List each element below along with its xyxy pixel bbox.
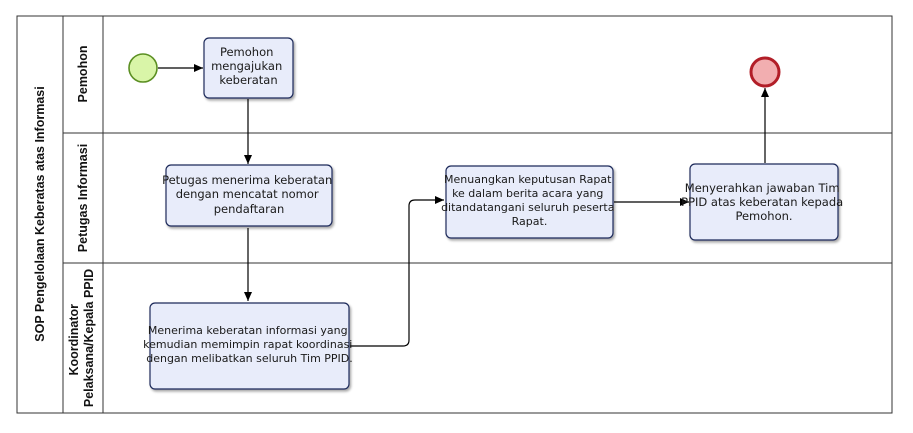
end-event <box>749 56 781 88</box>
pool-title: SOP Pengelolaan Keberatas atas Informasi <box>33 86 47 341</box>
task-text-line: pendaftaran <box>214 202 284 216</box>
task-text-line: Petugas menerima keberatan <box>162 173 332 187</box>
task-text-line: dengan melibatkan seluruh Tim PPID. <box>146 352 353 365</box>
task-text-line: kemudian memimpin rapat koordinasi <box>143 338 352 351</box>
task-text-line: keberatan <box>219 73 277 87</box>
start-event <box>128 53 158 83</box>
task-text-line: Menuangkan keputusan Rapat <box>444 173 612 186</box>
svg-text:Menyerahkan jawaban Tim: Menyerahkan jawaban Tim PPID atas kebera… <box>681 181 847 223</box>
task-text-line: ke dalam berita acara yang <box>452 187 603 200</box>
svg-text:Pemohon mengajukan: Pemohon mengajukan keberatan <box>211 45 286 87</box>
task-menuangkan-keputusan: Menuangkan keputusan Rapat ke dalam beri… <box>441 165 618 239</box>
svg-text:Menerima keberatan informasi y: Menerima keberatan informasi yang kemudi… <box>143 324 356 365</box>
task-menyerahkan-jawaban: Menyerahkan jawaban Tim PPID atas kebera… <box>681 163 847 241</box>
lane-label-line: Pelaksana/Kepala PPID <box>82 269 96 407</box>
svg-text:Menuangkan keputusan Rapat: Menuangkan keputusan Rapat ke dalam beri… <box>441 173 618 228</box>
task-text-line: ditandatangani seluruh peserta <box>441 201 614 214</box>
flow-t3-to-t4 <box>350 196 444 347</box>
lane-label-petugas: Petugas Informasi <box>76 144 90 252</box>
lane-label-pemohon: Pemohon <box>76 46 90 103</box>
task-text-line: dengan mencatat nomor <box>176 187 319 201</box>
task-text-line: Menerima keberatan informasi yang <box>148 324 348 337</box>
svg-text:Petugas menerima keberatan: Petugas menerima keberatan dengan mencat… <box>162 173 336 216</box>
task-petugas-menerima: Petugas menerima keberatan dengan mencat… <box>162 164 336 227</box>
task-pemohon-mengajukan: Pemohon mengajukan keberatan <box>203 37 294 99</box>
task-text-line: Pemohon <box>220 45 273 59</box>
lane-label-koordinator: Koordinator Pelaksana/Kepala PPID <box>67 269 96 407</box>
task-text-line: PPID atas keberatan kepada <box>681 195 843 209</box>
task-text-line: mengajukan <box>211 59 282 73</box>
task-text-line: Pemohon. <box>735 209 792 223</box>
lane-label-line: Petugas Informasi <box>76 144 90 252</box>
lane-label-line: Pemohon <box>76 46 90 103</box>
lane-label-line: Koordinator <box>67 304 81 376</box>
task-koordinator-menerima: Menerima keberatan informasi yang kemudi… <box>143 302 356 390</box>
task-text-line: Menyerahkan jawaban Tim <box>685 181 840 195</box>
task-text-line: Rapat. <box>512 215 548 228</box>
